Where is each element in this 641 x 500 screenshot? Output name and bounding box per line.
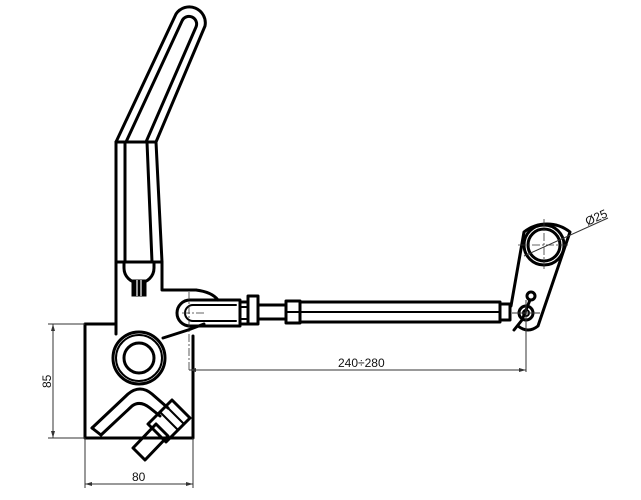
- pin-clip-head: [525, 290, 537, 302]
- rod-end-fitting: [498, 302, 512, 322]
- crank-arm: [509, 219, 572, 372]
- clamp-bolt-body: [146, 398, 192, 444]
- pin-clip-wire: [512, 298, 532, 332]
- handle-shaft-right: [154, 140, 164, 264]
- clevis-outer: [175, 298, 242, 328]
- width-dimension: 80: [84, 438, 194, 488]
- handle-shaft-right-inner: [145, 140, 154, 264]
- clamp-jaw-outer: [90, 387, 170, 430]
- clamp-block: [83, 322, 195, 462]
- handle-grip-inner: [124, 14, 199, 144]
- clamp-bolt-thread-1: [159, 411, 179, 431]
- clamp-jaw-end: [90, 426, 103, 437]
- clamp-bolt-thread-2: [165, 405, 185, 425]
- clamp-jaw-inner: [99, 401, 162, 437]
- body-top-outline: [114, 260, 198, 292]
- diameter-label: Ø25: [583, 206, 610, 228]
- clamp-bolt-head: [131, 422, 170, 462]
- body-marking: [131, 279, 147, 297]
- height-dimension: 85: [40, 323, 85, 439]
- clevis: [175, 292, 260, 372]
- pivot-bushing-bore: [122, 341, 156, 375]
- pivot-bushing-ring: [115, 334, 163, 382]
- tie-rod: [256, 299, 512, 325]
- height-label: 85: [40, 374, 54, 388]
- width-label: 80: [132, 470, 146, 484]
- handle-grip-outer: [114, 5, 207, 144]
- lever-handle: [114, 5, 207, 285]
- length-dimension: 240÷280: [189, 330, 527, 372]
- body-marking-slots: [136, 280, 142, 296]
- rod-threaded-stub: [256, 303, 288, 321]
- pivot-bushing-outer: [111, 330, 167, 386]
- diameter-leader: [523, 217, 609, 257]
- length-label: 240÷280: [338, 356, 385, 370]
